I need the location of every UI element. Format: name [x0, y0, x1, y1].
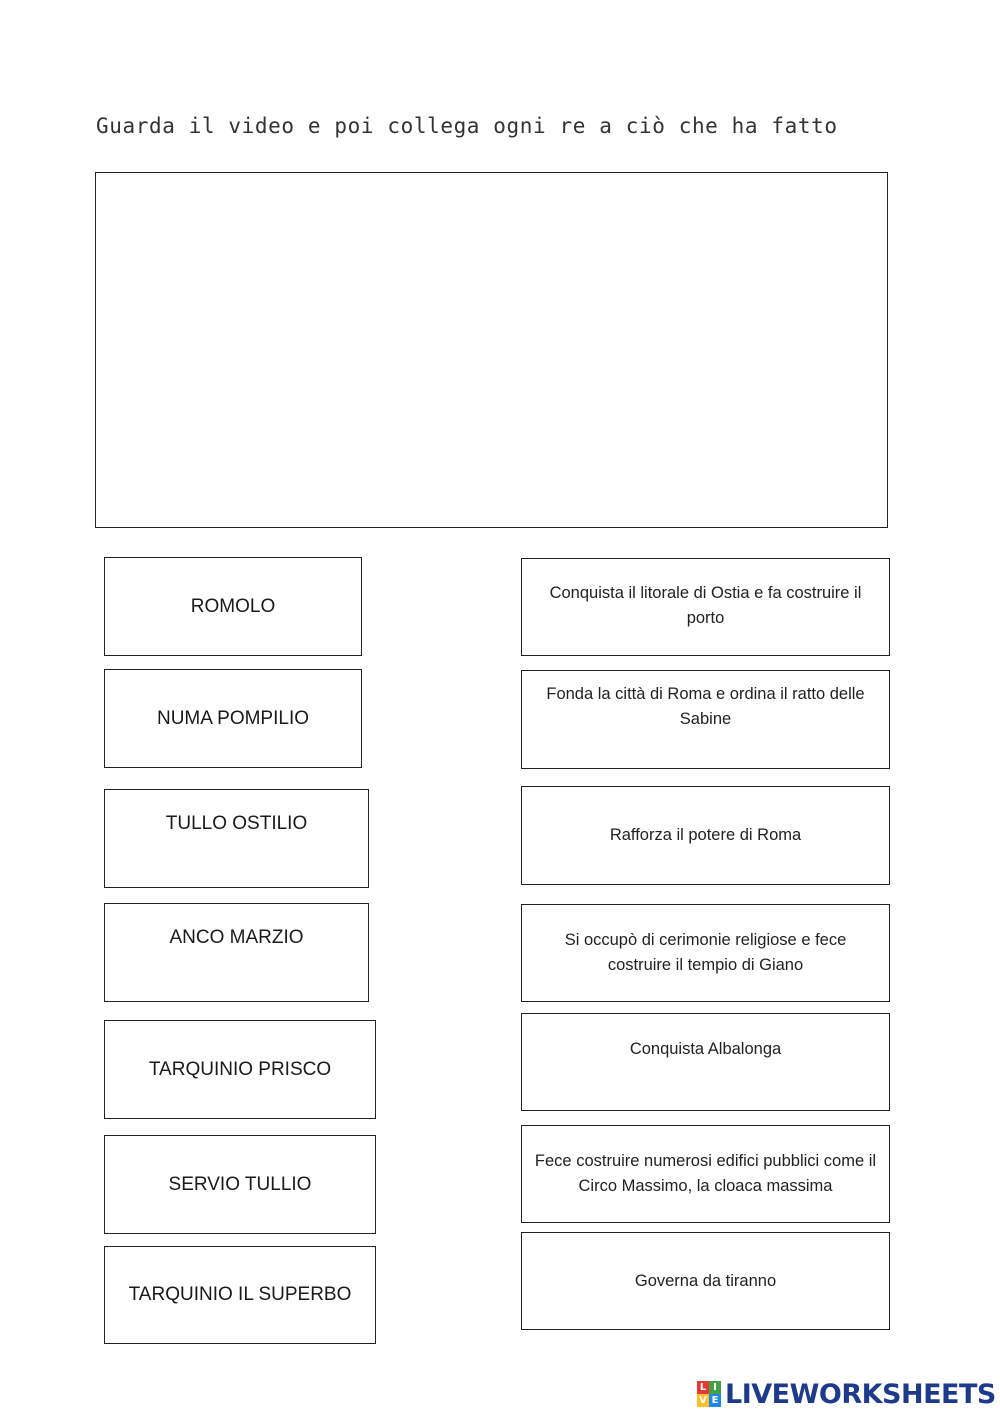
king-box-romolo[interactable]: ROMOLO [104, 557, 362, 656]
deed-label: Governa da tiranno [634, 1271, 777, 1290]
king-label: ANCO MARZIO [169, 927, 304, 948]
king-label: NUMA POMPILIO [156, 707, 310, 729]
deed-box-ostia[interactable]: Conquista il litorale di Ostia e fa cost… [521, 558, 890, 656]
king-label: TULLO OSTILIO [165, 813, 308, 834]
king-box-anco-marzio[interactable]: ANCO MARZIO [104, 903, 369, 1002]
deed-box-rafforza[interactable]: Rafforza il potere di Roma [521, 786, 890, 885]
deed-box-cerimonie[interactable]: Si occupò di cerimonie religiose e fece … [521, 904, 890, 1002]
deed-label: Rafforza il potere di Roma [609, 826, 802, 844]
king-box-servio-tullio[interactable]: SERVIO TULLIO [104, 1135, 376, 1234]
deed-box-albalonga[interactable]: Conquista Albalonga [521, 1013, 890, 1111]
deed-label: Conquista Albalonga [629, 1040, 782, 1058]
king-label: TARQUINIO IL SUPERBO [128, 1284, 352, 1305]
brand-text: LIVEWORKSHEETS [725, 1378, 996, 1410]
deed-label: Conquista il litorale di Ostia e fa cost… [549, 584, 862, 627]
deed-label: Fonda la città di Roma e ordina il ratto… [546, 685, 865, 728]
video-placeholder[interactable] [95, 172, 888, 528]
king-box-numa-pompilio[interactable]: NUMA POMPILIO [104, 669, 362, 768]
deed-label: Fece costruire numerosi edifici pubblici… [534, 1152, 877, 1195]
king-box-tullo-ostilio[interactable]: TULLO OSTILIO [104, 789, 369, 888]
brand-mark-icon: L I V E [697, 1381, 721, 1407]
king-box-tarquinio-il-superbo[interactable]: TARQUINIO IL SUPERBO [104, 1246, 376, 1344]
instruction-text: Guarda il video e poi collega ogni re a … [96, 114, 838, 138]
king-label: SERVIO TULLIO [168, 1173, 312, 1195]
deed-box-edifici[interactable]: Fece costruire numerosi edifici pubblici… [521, 1125, 890, 1223]
deed-label: Si occupò di cerimonie religiose e fece … [564, 931, 847, 974]
king-box-tarquinio-prisco[interactable]: TARQUINIO PRISCO [104, 1020, 376, 1119]
king-label: ROMOLO [190, 595, 276, 617]
deed-box-fonda-roma[interactable]: Fonda la città di Roma e ordina il ratto… [521, 670, 890, 769]
liveworksheets-logo[interactable]: L I V E LIVEWORKSHEETS [697, 1378, 996, 1410]
king-label: TARQUINIO PRISCO [148, 1058, 332, 1080]
deed-box-tiranno[interactable]: Governa da tiranno [521, 1232, 890, 1330]
